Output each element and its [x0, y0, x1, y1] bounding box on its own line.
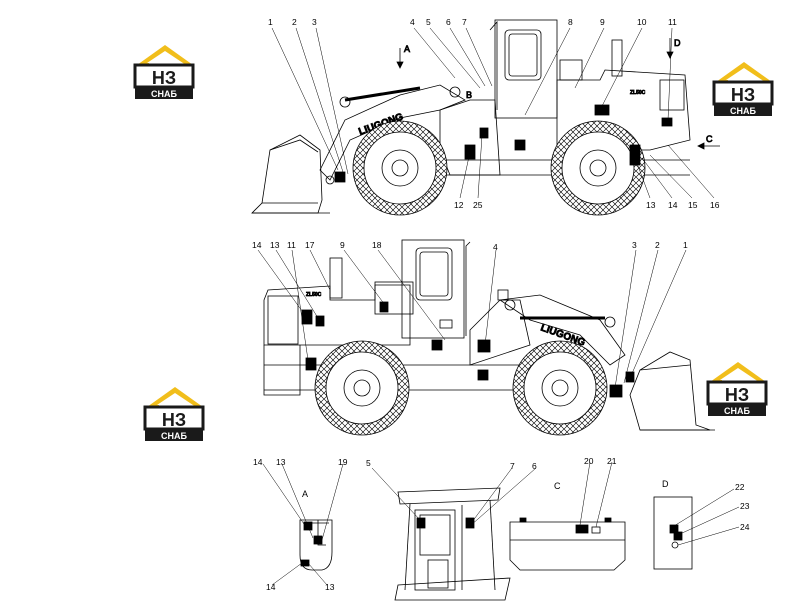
logo-letters: НЗ: [725, 385, 749, 405]
callout-number: 2: [292, 17, 297, 27]
callouts-middle-view: [257, 249, 687, 389]
callout-number: 14: [668, 200, 678, 210]
callout-number: 13: [325, 582, 335, 592]
callout-number: 11: [668, 17, 677, 27]
logo-letters: НЗ: [162, 410, 186, 430]
callout-numbers-detail-a: 14 13 19 14 13: [253, 457, 348, 592]
logo-caption: СНАБ: [151, 89, 177, 99]
callout-numbers-detail-cab: 5 7 6: [366, 458, 537, 471]
callout-number: 24: [740, 522, 750, 532]
callout-number: 18: [372, 240, 382, 250]
logo-letters: НЗ: [731, 85, 755, 105]
cab-window: [504, 29, 542, 81]
view-label-d: D: [674, 38, 681, 48]
logo-middle-right: НЗ СНАБ: [706, 360, 768, 418]
view-label-c: C: [706, 134, 713, 144]
callout-number: 2: [655, 240, 660, 250]
callout-number: 21: [607, 456, 617, 466]
front-frame: [439, 99, 501, 176]
view-label-a: A: [404, 44, 410, 54]
cab: [494, 19, 558, 119]
callout-number: 8: [568, 17, 573, 27]
logo-caption: СНАБ: [730, 106, 756, 116]
callout-number: 14: [253, 457, 263, 467]
callout-number: 23: [740, 501, 750, 511]
callout-number: 17: [305, 240, 315, 250]
logo-top-left: НЗ СНАБ: [133, 43, 195, 101]
callout-number: 20: [584, 456, 594, 466]
callouts-top-view: [271, 27, 715, 199]
callout-number: 3: [312, 17, 317, 27]
callout-number: 15: [688, 200, 698, 210]
callout-number: 5: [366, 458, 371, 468]
logo-letters: НЗ: [152, 68, 176, 88]
callout-number: 3: [632, 240, 637, 250]
loader-side-view-right: ZL50C LIUGONG: [263, 239, 715, 436]
callout-number: 16: [710, 200, 720, 210]
bucket: [629, 351, 711, 431]
callout-number: 14: [252, 240, 262, 250]
cab-door: [414, 509, 456, 591]
callout-number: 10: [637, 17, 647, 27]
model-label: ZL50C: [306, 292, 322, 298]
cab: [401, 239, 465, 339]
callout-number: 14: [266, 582, 276, 592]
detail-view-cab: [371, 467, 537, 601]
logo-caption: СНАБ: [724, 406, 750, 416]
callout-numbers-detail-d: 22 23 24: [735, 482, 750, 532]
detail-view-a: A: [262, 463, 344, 586]
loader-side-view-left: LIUGONG ZL50C A: [251, 19, 720, 216]
cab-window: [415, 247, 453, 301]
callout-number: 13: [270, 240, 280, 250]
callout-numbers-middle-view: 14 13 11 17 9 18 4 3 2 1: [252, 240, 688, 252]
rear-body: [263, 284, 411, 346]
exhaust-pipe: [329, 257, 343, 299]
callout-number: 6: [532, 461, 537, 471]
logo-top-right: НЗ СНАБ: [712, 60, 774, 118]
view-label-b: B: [466, 90, 472, 100]
callout-number: 11: [287, 240, 296, 250]
logo-caption: СНАБ: [161, 431, 187, 441]
callout-number: 13: [646, 200, 656, 210]
callout-number: 9: [340, 240, 345, 250]
callout-number: 1: [683, 240, 688, 250]
logo-middle-left: НЗ СНАБ: [143, 385, 205, 443]
detail-a-label: A: [302, 489, 308, 499]
callout-number: 22: [735, 482, 745, 492]
callout-number: 4: [493, 242, 498, 252]
bucket: [251, 134, 323, 214]
detail-view-c: C: [509, 461, 626, 571]
callout-number: 1: [268, 17, 273, 27]
callout-number: 7: [462, 17, 467, 27]
callout-number: 4: [410, 17, 415, 27]
exhaust-pipe: [611, 39, 623, 77]
callout-number: 7: [510, 461, 515, 471]
callout-number: 9: [600, 17, 605, 27]
boom-arm: [319, 84, 466, 181]
callout-number: 19: [338, 457, 348, 467]
callout-number: 13: [276, 457, 286, 467]
detail-view-d: D: [653, 479, 740, 570]
callout-number: 5: [426, 17, 431, 27]
front-frame: [469, 299, 531, 366]
detail-d-label: D: [662, 479, 669, 489]
callout-numbers-top-view: 1 2 3 4 5 6 7 8 9 10 11 12 25 13 14 15 1…: [268, 17, 720, 210]
callout-number: 12: [454, 200, 464, 210]
boom-arm: [498, 294, 626, 366]
model-label: ZL50C: [630, 90, 646, 96]
callout-number: 6: [446, 17, 451, 27]
callout-numbers-detail-c: 20 21: [584, 456, 617, 466]
callout-number: 25: [473, 200, 483, 210]
detail-c-label: C: [554, 481, 561, 491]
